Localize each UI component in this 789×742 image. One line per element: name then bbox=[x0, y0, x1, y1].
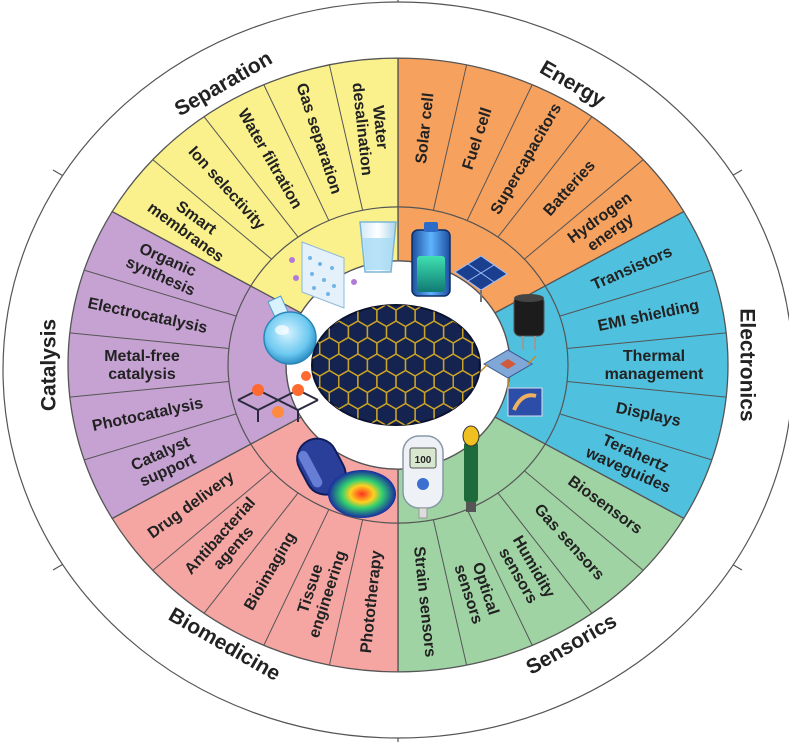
thermal-image-icon bbox=[328, 470, 396, 518]
water-glass-icon bbox=[360, 222, 396, 272]
category-label-catalysis: Catalysis bbox=[38, 319, 61, 411]
svg-text:100: 100 bbox=[415, 455, 432, 466]
battery-icon bbox=[412, 222, 450, 296]
display-icon bbox=[508, 388, 542, 416]
sensor-pen-icon bbox=[463, 426, 479, 512]
category-label-electronics: Electronics bbox=[735, 308, 758, 421]
